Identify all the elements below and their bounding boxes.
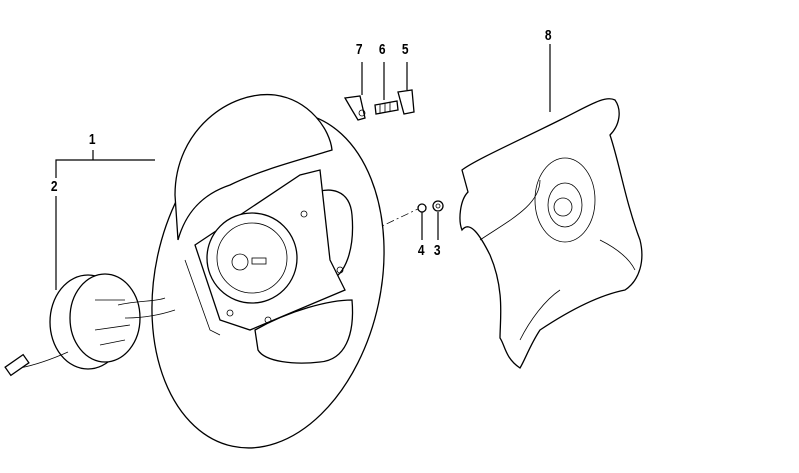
airbag-cover [459, 98, 643, 369]
clock-spring [4, 273, 176, 377]
label-airbag-cover: 8 [544, 27, 552, 44]
label-clip: 5 [401, 41, 409, 58]
label-spring: 6 [378, 41, 386, 58]
label-bracket: 7 [355, 41, 363, 58]
label-steering-wheel: 1 [88, 131, 96, 148]
small-parts [343, 89, 444, 213]
steering-wheel [151, 93, 385, 449]
label-washer: 4 [417, 242, 425, 259]
label-clock-spring: 2 [50, 178, 58, 195]
label-nut: 3 [433, 242, 441, 259]
